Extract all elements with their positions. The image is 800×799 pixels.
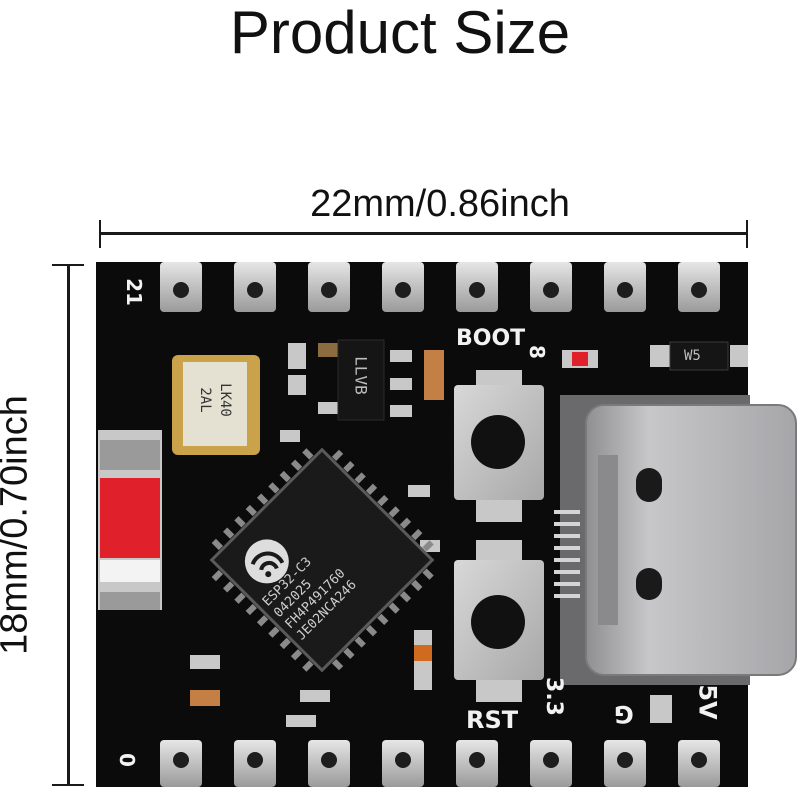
crystal-marking: LK40 2AL (195, 365, 235, 435)
silk-pin-8: 8 (524, 345, 549, 359)
espressif-logo (244, 539, 289, 584)
height-dimension-tick-bottom (52, 784, 84, 786)
silk-pin-5v: 5V (693, 684, 722, 720)
silk-boot-label: BOOT (456, 326, 526, 351)
diode (669, 341, 729, 371)
silk-rst-label: RST (466, 706, 519, 734)
top-pin-pads (160, 262, 720, 312)
width-dimension-tick-right (746, 220, 748, 248)
red-antenna-component (98, 430, 162, 610)
height-dimension-tick-top (52, 264, 84, 266)
silk-pin-0: 0 (114, 753, 139, 767)
regulator-chip (337, 339, 385, 421)
silk-pin-3v3: 3.3 (540, 677, 566, 716)
bottom-pin-pads (160, 740, 720, 787)
esp32-c3-chip (209, 447, 435, 673)
crystal-line-2: 2AL (197, 387, 213, 413)
crystal-oscillator (172, 355, 260, 455)
diode-marking: W5 (684, 348, 701, 364)
reset-button (454, 540, 544, 702)
width-dimension-label: 22mm/0.86inch (310, 183, 570, 225)
page-title: Product Size (229, 0, 571, 66)
boot-button (454, 370, 544, 522)
regulator-marking: LLVB (351, 356, 371, 395)
height-dimension-line (67, 265, 70, 785)
crystal-line-1: LK40 (217, 383, 233, 417)
silk-pin-21: 21 (121, 278, 146, 306)
smd-components (190, 343, 748, 727)
usb-c-port (554, 395, 797, 685)
width-dimension-tick-left (99, 220, 101, 248)
silk-pin-g: G (614, 700, 634, 728)
width-dimension-line (100, 232, 748, 235)
